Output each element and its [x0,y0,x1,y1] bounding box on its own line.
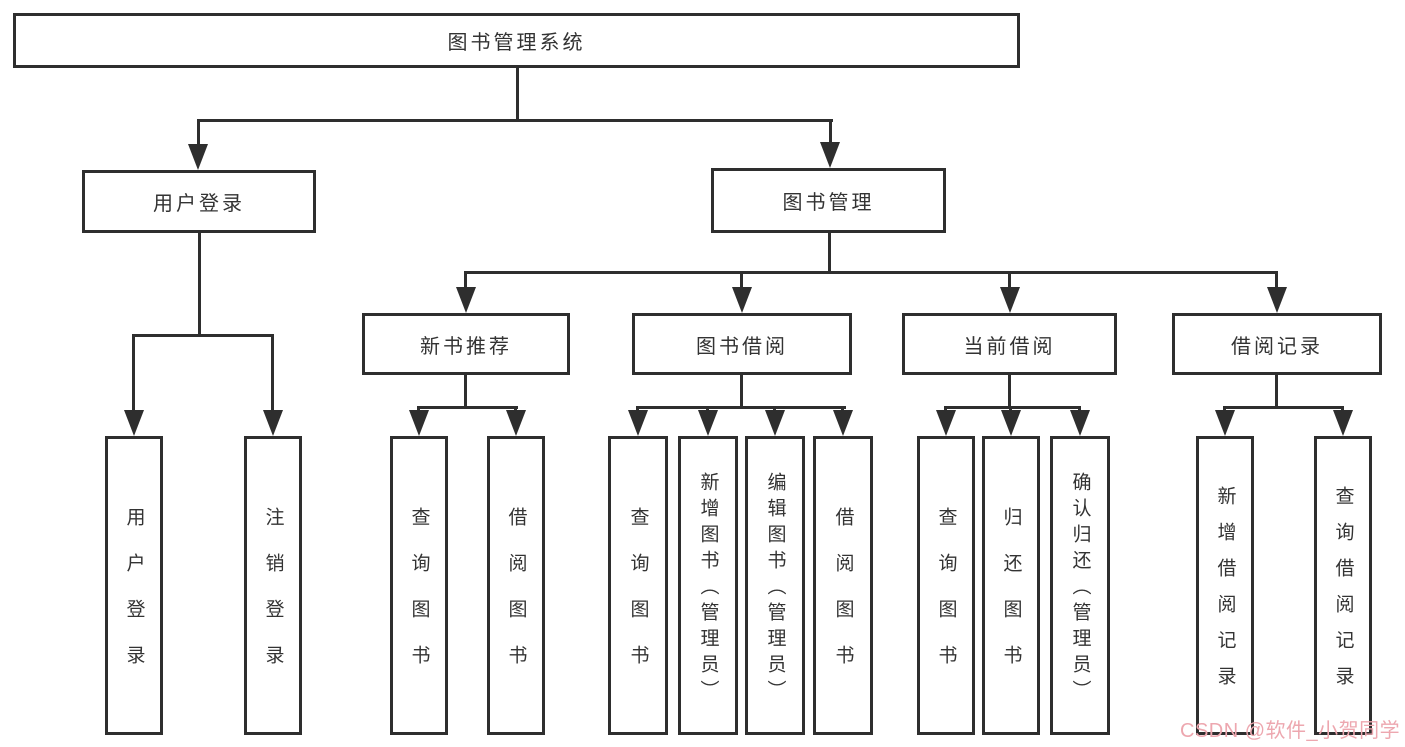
leaf-query-borrow-record: 查询借阅记录 [1314,436,1372,735]
leaf-edit-books-admin: 编辑图书（管理员） [745,436,805,735]
connector-book-hline [464,271,1278,274]
arrow-down-icon [456,287,476,313]
arrow-down-icon [409,410,429,436]
connector-book-drop-2 [740,271,743,289]
leaf-add-borrow-record-label: 新增借阅记录 [1214,486,1236,702]
connector-borrow-hline [636,406,846,409]
node-new-book-recommend: 新书推荐 [362,313,570,375]
connector-root-to-book [829,119,832,144]
connector-book-stub [828,233,831,274]
leaf-borrow-query-books-label: 查询图书 [627,507,649,691]
connector-user-hline [132,334,274,337]
leaf-add-borrow-record: 新增借阅记录 [1196,436,1254,735]
connector-recommend-stub [464,375,467,409]
node-root-label: 图书管理系统 [447,32,586,54]
node-borrow-records: 借阅记录 [1172,313,1382,375]
connector-root-to-user [197,119,200,146]
leaf-confirm-return-admin-label: 确认归还（管理员） [1069,472,1091,706]
leaf-edit-books-admin-label: 编辑图书（管理员） [764,472,786,706]
leaf-add-books-admin: 新增图书（管理员） [678,436,738,735]
node-book-management: 图书管理 [711,168,946,233]
connector-user-drop-1 [132,334,135,412]
arrow-down-icon [1001,410,1021,436]
leaf-current-query-books-label: 查询图书 [935,507,957,691]
connector-book-drop-1 [464,271,467,289]
connector-records-stub [1275,375,1278,409]
leaf-recommend-borrow-books-label: 借阅图书 [505,507,527,691]
arrow-down-icon [506,410,526,436]
arrow-down-icon [698,410,718,436]
leaf-add-books-admin-label: 新增图书（管理员） [697,472,719,706]
leaf-user-login-label: 用户登录 [123,507,145,691]
connector-user-drop-2 [271,334,274,412]
node-current-borrow-label: 当前借阅 [963,335,1056,358]
leaf-return-books-label: 归还图书 [1000,507,1022,691]
arrow-down-icon [628,410,648,436]
connector-borrow-stub [740,375,743,409]
leaf-query-borrow-record-label: 查询借阅记录 [1332,486,1354,702]
connector-current-hline [944,406,1081,409]
node-current-borrow: 当前借阅 [902,313,1117,375]
arrow-down-icon [188,144,208,170]
leaf-current-query-books: 查询图书 [917,436,975,735]
leaf-borrow-books-label: 借阅图书 [832,507,854,691]
csdn-watermark: CSDN @软件_小贺同学 [1180,720,1401,742]
connector-book-drop-3 [1008,271,1011,289]
leaf-borrow-books: 借阅图书 [813,436,873,735]
arrow-down-icon [1333,410,1353,436]
arrow-down-icon [1070,410,1090,436]
arrow-down-icon [765,410,785,436]
arrow-down-icon [732,287,752,313]
leaf-borrow-query-books: 查询图书 [608,436,668,735]
connector-root-hline [197,119,833,122]
connector-root-stub [516,68,519,122]
node-book-borrow: 图书借阅 [632,313,852,375]
leaf-recommend-borrow-books: 借阅图书 [487,436,545,735]
connector-current-stub [1008,375,1011,409]
node-book-management-label: 图书管理 [782,192,875,214]
node-borrow-records-label: 借阅记录 [1231,335,1323,358]
leaf-logout-label: 注销登录 [262,507,284,691]
arrow-down-icon [1267,287,1287,313]
leaf-return-books: 归还图书 [982,436,1040,735]
node-user-login-branch-label: 用户登录 [153,193,245,215]
leaf-logout: 注销登录 [244,436,302,735]
arrow-down-icon [263,410,283,436]
arrow-down-icon [1215,410,1235,436]
leaf-confirm-return-admin: 确认归还（管理员） [1050,436,1110,735]
arrow-down-icon [124,410,144,436]
arrow-down-icon [833,410,853,436]
leaf-user-login: 用户登录 [105,436,163,735]
connector-recommend-hline [417,406,518,409]
arrow-down-icon [820,142,840,168]
node-root: 图书管理系统 [13,13,1020,68]
leaf-recommend-query-books: 查询图书 [390,436,448,735]
connector-book-drop-4 [1275,271,1278,289]
node-user-login-branch: 用户登录 [82,170,316,233]
leaf-recommend-query-books-label: 查询图书 [408,507,430,691]
arrow-down-icon [1000,287,1020,313]
arrow-down-icon [936,410,956,436]
connector-records-hline [1223,406,1344,409]
node-new-book-recommend-label: 新书推荐 [420,335,512,358]
connector-user-stub [198,232,201,337]
node-book-borrow-label: 图书借阅 [696,335,788,358]
